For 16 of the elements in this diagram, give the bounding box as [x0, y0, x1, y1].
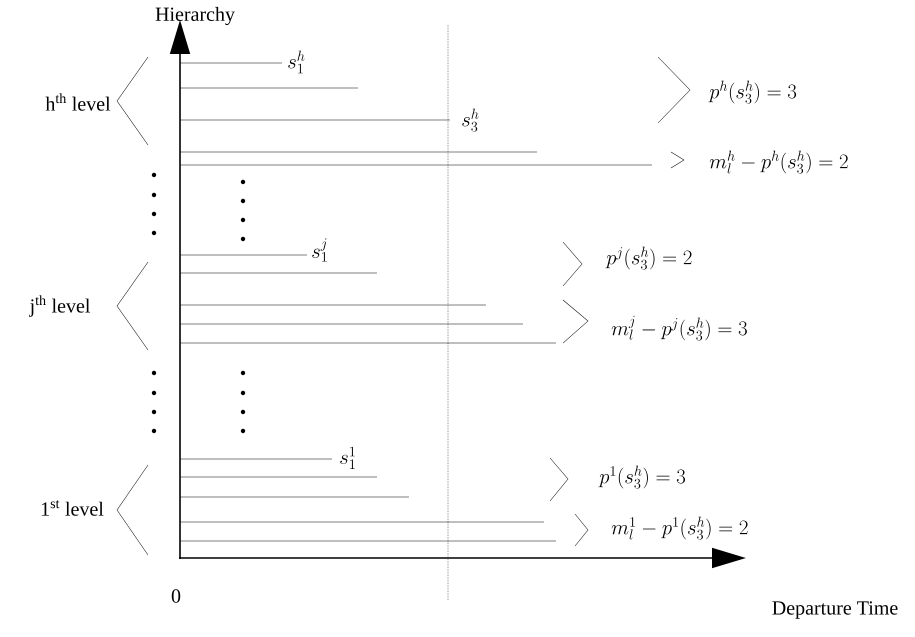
- formula: $p^h(s_3^h) = 3$: [708, 80, 796, 104]
- level-label: 1$^{st}$ level: [42, 500, 104, 516]
- series-label: $s_1^j$: [312, 238, 327, 262]
- series-label: $s_1^h$: [288, 50, 304, 74]
- level-label: j$^{th}$ level: [29, 295, 90, 317]
- axis-tick-label: 0: [172, 589, 180, 603]
- level-label: h$^{th}$ level: [46, 93, 110, 111]
- axis-title: Hierarchy: [156, 6, 235, 26]
- series-label: $s_1^1$: [340, 446, 355, 469]
- formula: $m_l^1 - p^1(s_3^h) = 2$: [612, 516, 748, 540]
- series-label: $s_3^h$: [462, 108, 478, 132]
- formula: $m_l^h - p^h(s_3^h) = 2$: [710, 150, 848, 174]
- formula: $p^1(s_3^h) = 3$: [598, 466, 686, 489]
- formula: $p^j(s_3^h) = 2$: [606, 246, 692, 270]
- axis-title: Departure Time: [772, 601, 898, 619]
- formula: $m_l^j - p^j(s_3^h) = 3$: [612, 316, 747, 341]
